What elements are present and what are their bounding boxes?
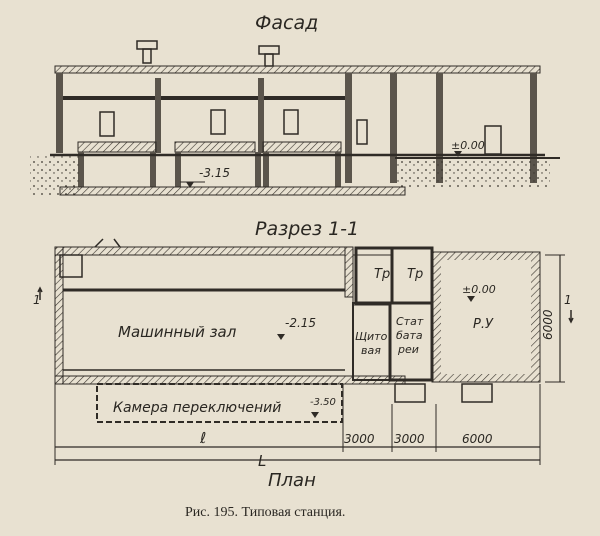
figure-caption: Рис. 195. Типовая станция. <box>185 505 345 520</box>
dim-3000-b: 3000 <box>394 432 425 446</box>
dim-6000-h: 6000 <box>462 432 493 446</box>
section-view: -3.15 ±0.00 <box>30 40 560 196</box>
battery-room-label-1: Стат <box>396 315 424 328</box>
plan-view <box>37 238 574 465</box>
level-plan-chamber: -3.50 <box>310 397 336 408</box>
section-mark-right: 1 <box>564 293 572 307</box>
battery-room-label-2: бата <box>396 329 423 342</box>
plan-title: План <box>268 470 316 491</box>
level-section-zero: ±0.00 <box>451 139 485 152</box>
level-section-low: -3.15 <box>199 166 230 180</box>
battery-room-label-3: реи <box>397 343 419 356</box>
dim-3000-a: 3000 <box>344 432 375 446</box>
dim-L: L <box>258 452 266 470</box>
switch-chamber-label: Камера переключений <box>113 400 281 416</box>
roof-slab <box>54 65 541 74</box>
section-mark-left: 1 <box>33 293 41 307</box>
level-plan-zero: ±0.00 <box>462 283 496 296</box>
level-plan-hall: -2.15 <box>285 316 316 330</box>
roof-vent-1 <box>136 40 158 64</box>
panel-room-label-2: вая <box>361 344 381 357</box>
panel-room-label-1: Щито <box>355 330 388 343</box>
ru-label: Р.У <box>473 317 494 332</box>
roof-vent-2 <box>258 45 280 67</box>
section-title: Разрез 1-1 <box>255 218 359 240</box>
dim-6000-v: 6000 <box>541 309 555 340</box>
transformer-2-label: Тр <box>407 267 423 282</box>
machine-hall-label: Машинный зал <box>118 323 237 341</box>
dim-l: ℓ <box>199 429 206 447</box>
facade-title: Фасад <box>255 12 318 34</box>
transformer-1-label: Тр <box>374 267 390 282</box>
